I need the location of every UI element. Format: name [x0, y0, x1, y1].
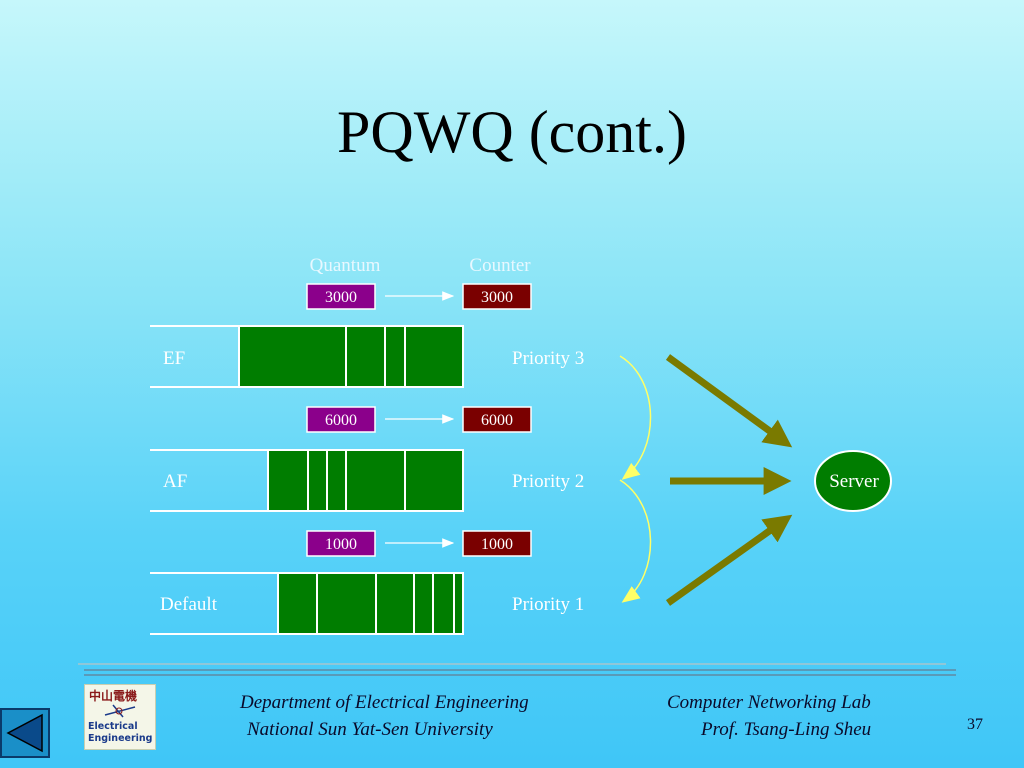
priority-label-3: Priority 3	[512, 348, 584, 369]
packet	[375, 572, 415, 635]
packet	[345, 449, 406, 512]
logo-chinese-text: 中山電機	[89, 689, 138, 703]
priority-label-1: Priority 1	[512, 594, 584, 615]
packet	[453, 572, 464, 635]
quantum-box-default	[306, 530, 376, 557]
quantum-value-af: 6000	[325, 412, 357, 429]
priority-curve-arrow-2-to-1	[619, 479, 652, 603]
page-number: 37	[967, 716, 983, 733]
packet	[277, 572, 318, 635]
server-arrow-from-default	[665, 514, 793, 606]
previous-slide-button[interactable]	[0, 708, 50, 758]
back-triangle-icon	[0, 708, 50, 758]
queue-label-ef: EF	[163, 348, 185, 369]
queue-row-ef: 3000 3000 EF Priority 3	[150, 283, 584, 388]
logo-text-engineering: Engineering	[88, 733, 153, 744]
quantum-value-default: 1000	[325, 536, 357, 553]
queue-label-af: AF	[163, 471, 187, 492]
packet	[413, 572, 434, 635]
packet	[238, 325, 347, 388]
packet	[345, 325, 386, 388]
footer-university: National Sun Yat-Sen University	[247, 719, 493, 740]
server-label: Server	[829, 471, 879, 492]
packet	[404, 325, 464, 388]
quantum-value-ef: 3000	[325, 289, 357, 306]
department-logo: 中山電機 Electrical Engineering	[84, 684, 156, 750]
server-node	[814, 450, 892, 512]
packet	[326, 449, 347, 512]
packet	[267, 449, 309, 512]
packet	[307, 449, 328, 512]
quantum-box-ef	[306, 283, 376, 310]
packet	[384, 325, 406, 388]
footer-lab: Computer Networking Lab	[667, 692, 871, 713]
footer-professor: Prof. Tsang-Ling Sheu	[701, 719, 872, 740]
quantum-header: Quantum	[310, 255, 381, 276]
queue-label-default: Default	[160, 594, 218, 615]
queue-row-default: 1000 1000 Default Priority 1	[150, 530, 584, 635]
server-arrow-from-ef	[665, 354, 793, 448]
counter-box-af	[462, 406, 532, 433]
counter-header: Counter	[469, 255, 531, 276]
packet	[432, 572, 455, 635]
counter-value-af: 6000	[481, 412, 513, 429]
quantum-box-af	[306, 406, 376, 433]
priority-label-2: Priority 2	[512, 471, 584, 492]
packet	[404, 449, 464, 512]
slide-title: PQWQ (cont.)	[337, 99, 687, 165]
logo-text-electrical: Electrical	[88, 721, 138, 732]
counter-value-default: 1000	[481, 536, 513, 553]
queue-row-af: 6000 6000 AF Priority 2	[150, 406, 584, 512]
counter-box-default	[462, 530, 532, 557]
counter-value-ef: 3000	[481, 289, 513, 306]
priority-curve-arrow-3-to-2	[619, 355, 652, 480]
counter-box-ef	[462, 283, 532, 310]
packet	[316, 572, 377, 635]
footer-department: Department of Electrical Engineering	[240, 692, 529, 713]
logo-emblem-icon	[104, 704, 136, 718]
